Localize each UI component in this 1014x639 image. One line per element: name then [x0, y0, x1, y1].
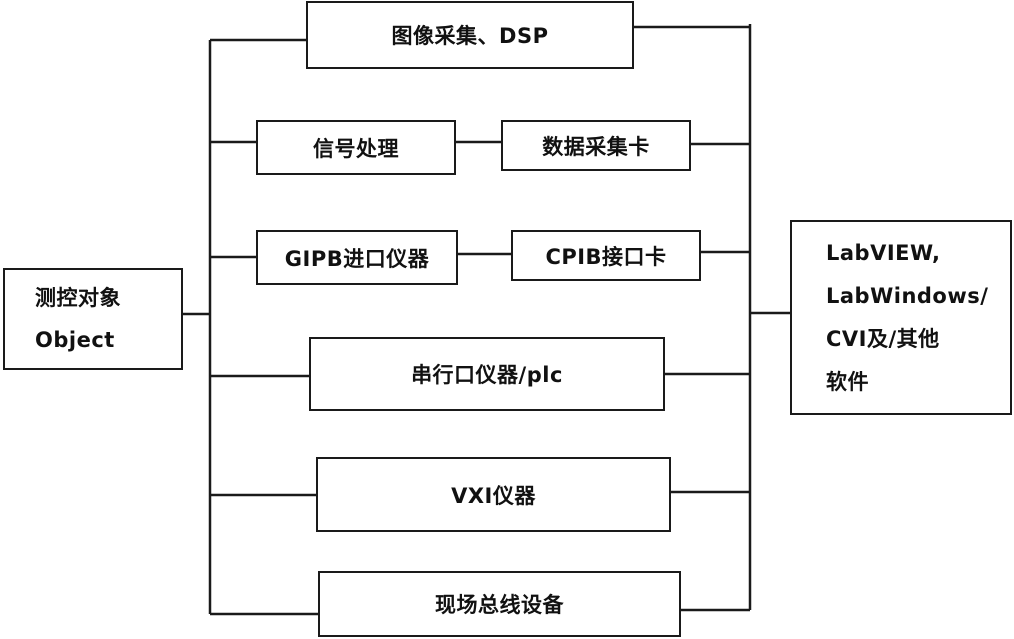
measured-object-box: 测控对象 Object — [3, 268, 183, 370]
fieldbus-device-label: 现场总线设备 — [435, 593, 564, 617]
vxi-instrument-box: VXI仪器 — [316, 457, 671, 532]
fieldbus-device-box: 现场总线设备 — [318, 571, 681, 637]
image-dsp-box: 图像采集、DSP — [306, 1, 634, 69]
software-line-1: LabVIEW, — [826, 240, 941, 265]
gpib-card-label: CPIB接口卡 — [545, 244, 667, 269]
daq-card-box: 数据采集卡 — [501, 120, 691, 171]
gpib-instrument-box: GIPB进口仪器 — [256, 230, 458, 285]
serial-instrument-box: 串行口仪器/plc — [309, 337, 665, 411]
vxi-instrument-label: VXI仪器 — [451, 483, 536, 508]
object-label-en: Object — [35, 328, 115, 352]
signal-processing-label: 信号处理 — [313, 136, 399, 161]
daq-card-label: 数据采集卡 — [542, 134, 650, 159]
software-box: LabVIEW, LabWindows/ CVI及/其他 软件 — [790, 220, 1012, 415]
object-label-cn: 测控对象 — [35, 286, 121, 310]
signal-processing-box: 信号处理 — [256, 120, 456, 175]
gpib-card-box: CPIB接口卡 — [511, 230, 701, 281]
software-line-4: 软件 — [826, 369, 869, 394]
software-line-3: CVI及/其他 — [826, 326, 940, 351]
software-line-2: LabWindows/ — [826, 283, 989, 308]
image-dsp-label: 图像采集、DSP — [391, 24, 549, 48]
gpib-instrument-label: GIPB进口仪器 — [284, 246, 430, 271]
serial-instrument-label: 串行口仪器/plc — [411, 363, 563, 387]
